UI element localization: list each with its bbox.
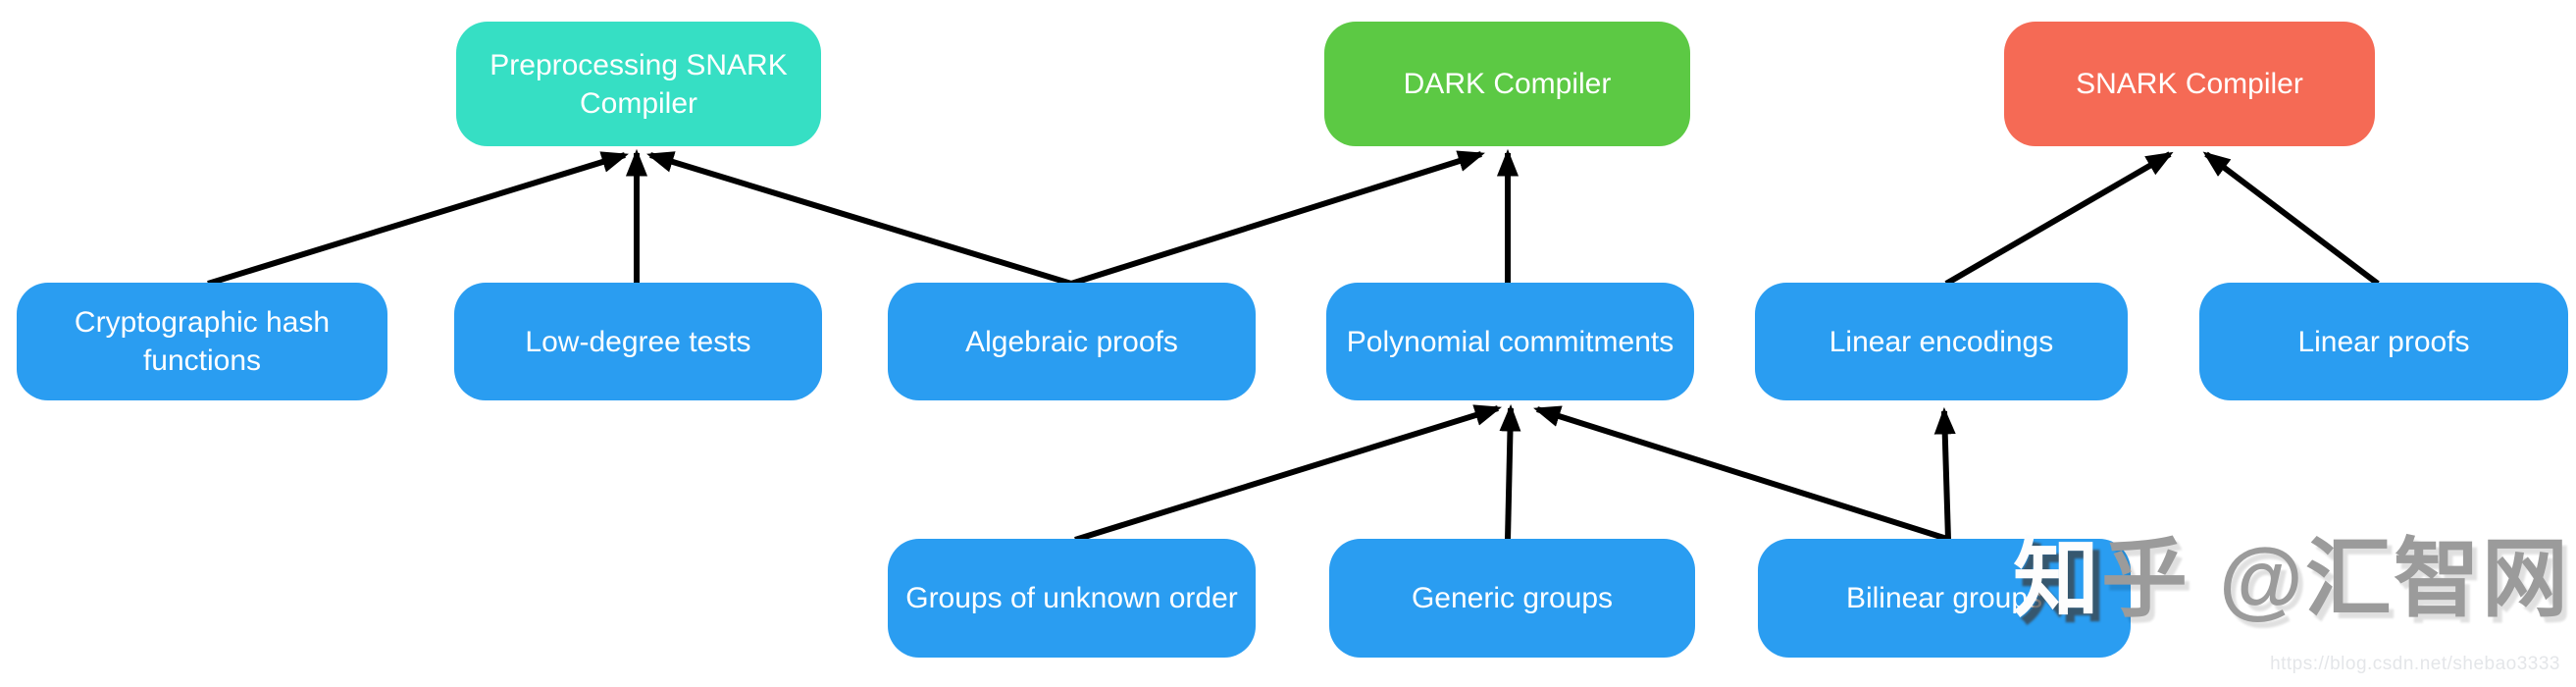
node-preproc: Preprocessing SNARK Compiler: [456, 22, 821, 146]
node-label: Groups of unknown order: [905, 582, 1238, 614]
node-ldt: Low-degree tests: [454, 283, 822, 400]
zhihu-logo-char: 知: [2013, 530, 2102, 627]
node-linproofs: Linear proofs: [2199, 283, 2568, 400]
edge-algebraic-to-dark: [1070, 150, 1485, 287]
node-bilinear: Bilinear groups: [1758, 539, 2131, 658]
node-label: Linear encodings: [1829, 325, 2054, 358]
node-snark: SNARK Compiler: [2004, 22, 2375, 146]
zhihu-logo-char: 乎: [2101, 530, 2190, 627]
edge-linenc-to-snark: [1944, 151, 2174, 287]
node-algebraic: Algebraic proofs: [888, 283, 1256, 400]
node-dark: DARK Compiler: [1324, 22, 1690, 146]
node-label: SNARK Compiler: [2076, 68, 2303, 100]
zhihu-watermark: 知乎@汇智网: [2013, 536, 2570, 622]
node-label: DARK Compiler: [1403, 68, 1612, 100]
edge-linproofs-to-snark: [2202, 151, 2380, 287]
edge-bilinear-to-linenc: [1933, 406, 1956, 541]
node-guo: Groups of unknown order: [888, 539, 1256, 658]
node-polycommit: Polynomial commitments: [1326, 283, 1694, 400]
edge-bilinear-to-polycommit: [1533, 405, 1951, 543]
node-label: Bilinear groups: [1845, 582, 2043, 614]
node-linenc: Linear encodings: [1755, 283, 2128, 400]
edge-algebraic-to-preproc: [646, 151, 1072, 287]
watermark-url: https://blog.csdn.net/shebao3333: [2270, 654, 2560, 674]
node-label: Cryptographic hash functions: [74, 306, 331, 377]
node-label: Generic groups: [1411, 582, 1614, 614]
edge-chf-to-preproc: [207, 151, 629, 287]
node-generic: Generic groups: [1329, 539, 1695, 658]
edge-guo-to-polycommit: [1074, 404, 1502, 543]
node-chf: Cryptographic hash functions: [17, 283, 387, 400]
node-label: Polynomial commitments: [1346, 325, 1674, 358]
edge-generic-to-polycommit: [1499, 403, 1521, 541]
node-label: Low-degree tests: [525, 325, 751, 358]
node-label: Preprocessing SNARK Compiler: [489, 48, 788, 120]
node-label: Linear proofs: [2297, 325, 2470, 358]
node-label: Algebraic proofs: [965, 325, 1178, 358]
watermark-author-handle: @汇智网: [2219, 530, 2570, 627]
